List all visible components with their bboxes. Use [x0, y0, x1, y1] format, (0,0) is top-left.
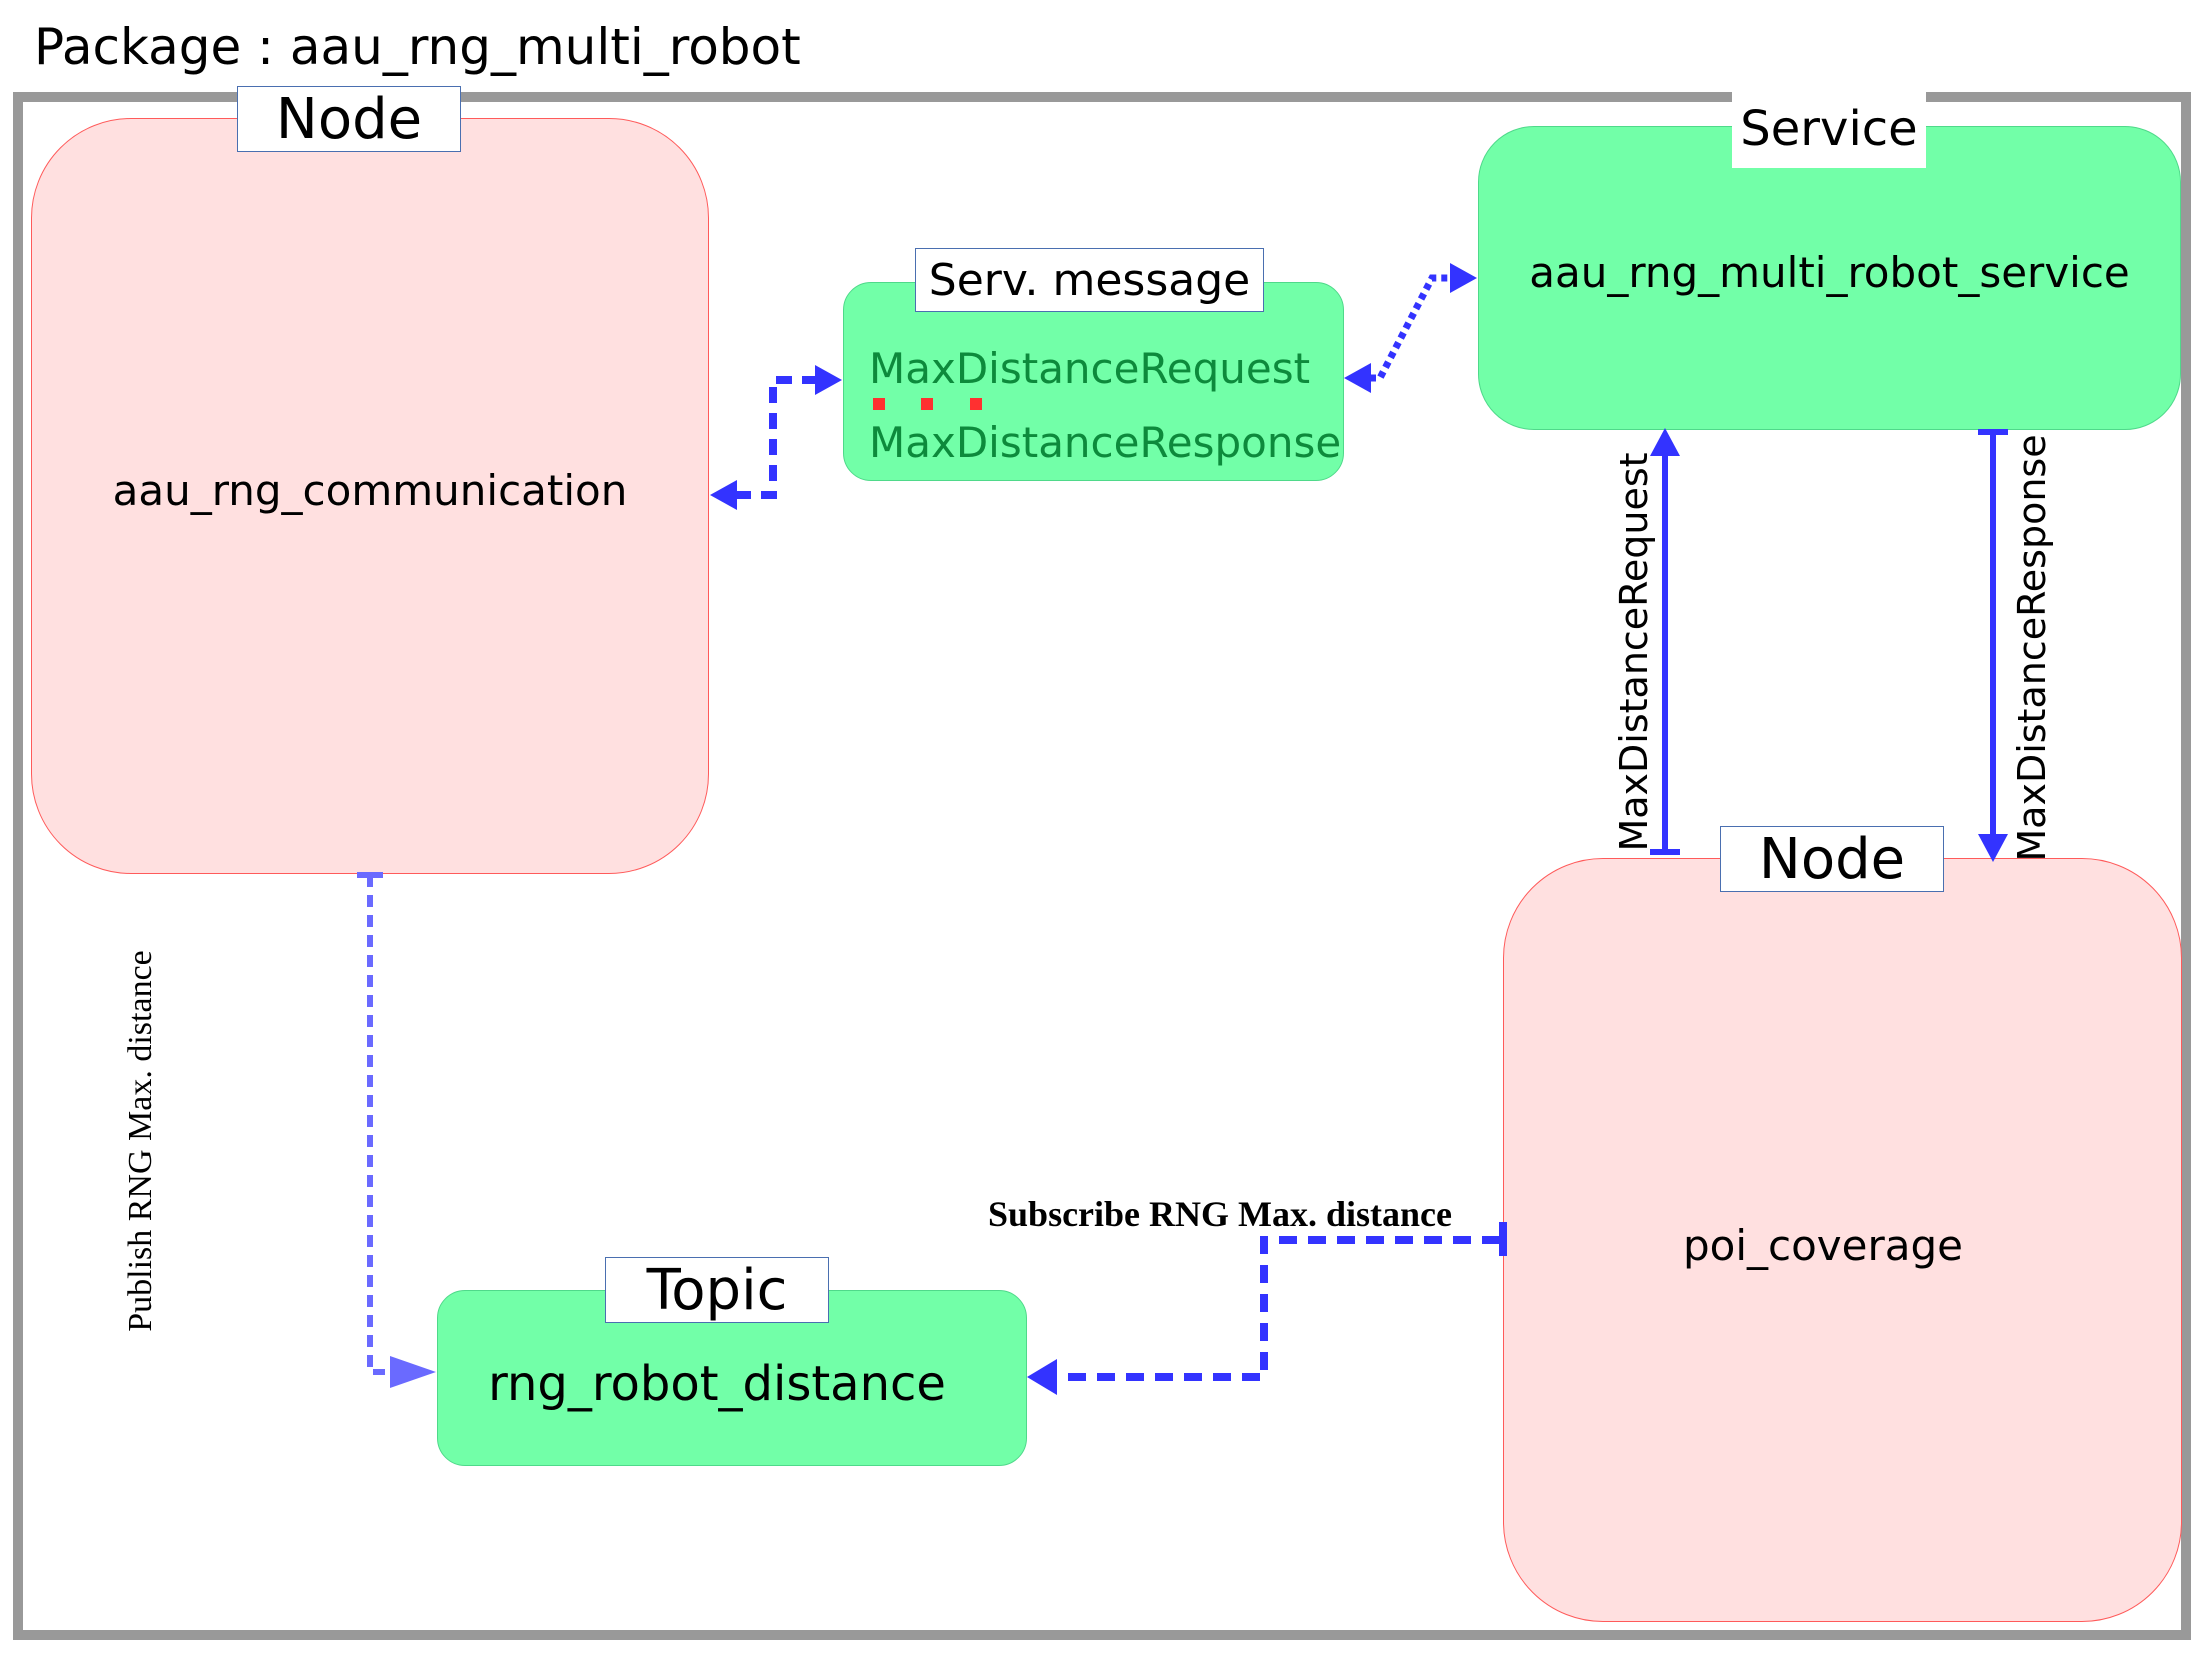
arrowhead — [1027, 1359, 1057, 1395]
message-request: MaxDistanceRequest — [869, 344, 1311, 393]
service-message-tag: Serv. message — [915, 248, 1264, 312]
arrow-request — [1650, 455, 1680, 855]
arrowhead — [815, 365, 842, 395]
arrow-subscribe — [1058, 1222, 1507, 1381]
message-response: MaxDistanceResponse — [869, 418, 1342, 467]
service-box[interactable] — [1478, 126, 2181, 430]
arrow-message-service — [1370, 274, 1452, 382]
arrowhead — [710, 480, 737, 510]
node-aau-rng-communication[interactable] — [31, 118, 709, 874]
topic-name: rng_robot_distance — [488, 1356, 946, 1412]
subscribe-label: Subscribe RNG Max. distance — [988, 1194, 1453, 1234]
node-name: poi_coverage — [1682, 1220, 1963, 1270]
response-label: MaxDistanceResponse — [2010, 434, 2054, 862]
arrowhead — [390, 1356, 436, 1388]
node-poi-coverage[interactable] — [1503, 858, 2182, 1622]
arrow-response — [1978, 429, 2008, 835]
node-name: aau_rng_communication — [112, 465, 628, 515]
arrowhead — [1344, 363, 1371, 393]
node-tag: Node — [1720, 826, 1944, 892]
service-message-box[interactable] — [843, 282, 1344, 481]
arrow-comm-message — [735, 376, 815, 499]
package-frame — [13, 92, 2191, 1640]
arrowhead — [1978, 834, 2008, 862]
arrow-publish — [357, 872, 390, 1375]
request-label: MaxDistanceRequest — [1612, 452, 1656, 852]
arrowhead — [1650, 428, 1680, 456]
arrowhead — [1450, 263, 1477, 293]
service-tag: Service — [1732, 90, 1926, 168]
service-name: aau_rng_multi_robot_service — [1529, 247, 2130, 297]
package-title: Package : aau_rng_multi_robot — [34, 18, 801, 76]
node-tag: Node — [237, 86, 461, 152]
publish-label: Publish RNG Max. distance — [122, 950, 159, 1332]
message-separator — [873, 398, 982, 410]
topic-tag: Topic — [605, 1257, 829, 1323]
